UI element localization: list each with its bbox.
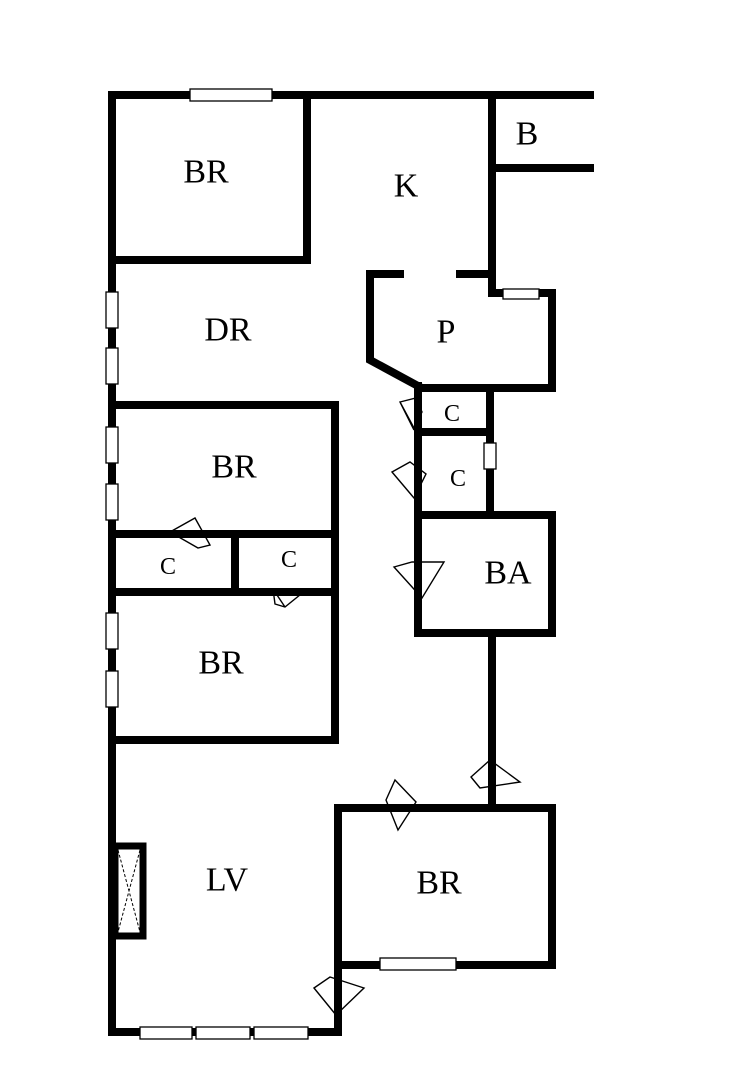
door-swing-icon	[390, 461, 427, 500]
window	[195, 1026, 251, 1040]
wall-closets-left	[108, 530, 339, 596]
window	[379, 957, 457, 971]
room-label-living-room: LV	[206, 862, 249, 899]
room-label-bathroom: BA	[484, 555, 532, 592]
door-swing-icon	[392, 561, 446, 600]
window	[502, 288, 540, 300]
room-label-bedroom: BR	[198, 645, 244, 682]
room-label-closet: C	[444, 401, 460, 427]
room-label-kitchen: K	[394, 168, 419, 205]
window	[483, 442, 497, 470]
wall-bathroom	[414, 511, 556, 637]
window	[105, 612, 119, 650]
room-label-dining-room: DR	[204, 312, 252, 349]
door-swing-icon	[168, 517, 212, 549]
room-label-bedroom: BR	[183, 154, 229, 191]
door-swing-icon	[272, 588, 308, 608]
window	[105, 347, 119, 385]
wall-bedroom1	[108, 91, 311, 264]
room-label-closet: C	[160, 554, 176, 580]
window	[105, 670, 119, 708]
window	[105, 291, 119, 329]
wall-bedroom4	[334, 804, 556, 969]
wall-b-room	[488, 91, 594, 297]
room-label-closet: C	[281, 547, 297, 573]
window	[105, 483, 119, 521]
doors	[168, 397, 522, 1017]
room-label-closet: C	[450, 466, 466, 492]
room-label-pantry: P	[437, 314, 456, 351]
wall-bedroom2	[108, 401, 339, 744]
walls	[108, 91, 594, 1036]
door-swing-icon	[312, 976, 366, 1017]
window	[105, 426, 119, 464]
wall-pantry-left	[366, 270, 424, 392]
window	[189, 88, 273, 102]
windows	[105, 88, 540, 1040]
room-label-bedroom: BR	[211, 449, 257, 486]
room-label-b: B	[516, 116, 539, 153]
room-labels: BR K B DR P BR C C C C BA BR LV BR	[160, 116, 538, 902]
window	[139, 1026, 193, 1040]
door-swing-icon	[385, 778, 417, 832]
fireplace-icon	[111, 842, 147, 940]
door-swing-icon	[398, 397, 423, 431]
room-label-bedroom: BR	[416, 865, 462, 902]
door-swing-icon	[470, 759, 522, 789]
window	[253, 1026, 309, 1040]
wall-outer-bottom-left	[108, 961, 342, 1036]
